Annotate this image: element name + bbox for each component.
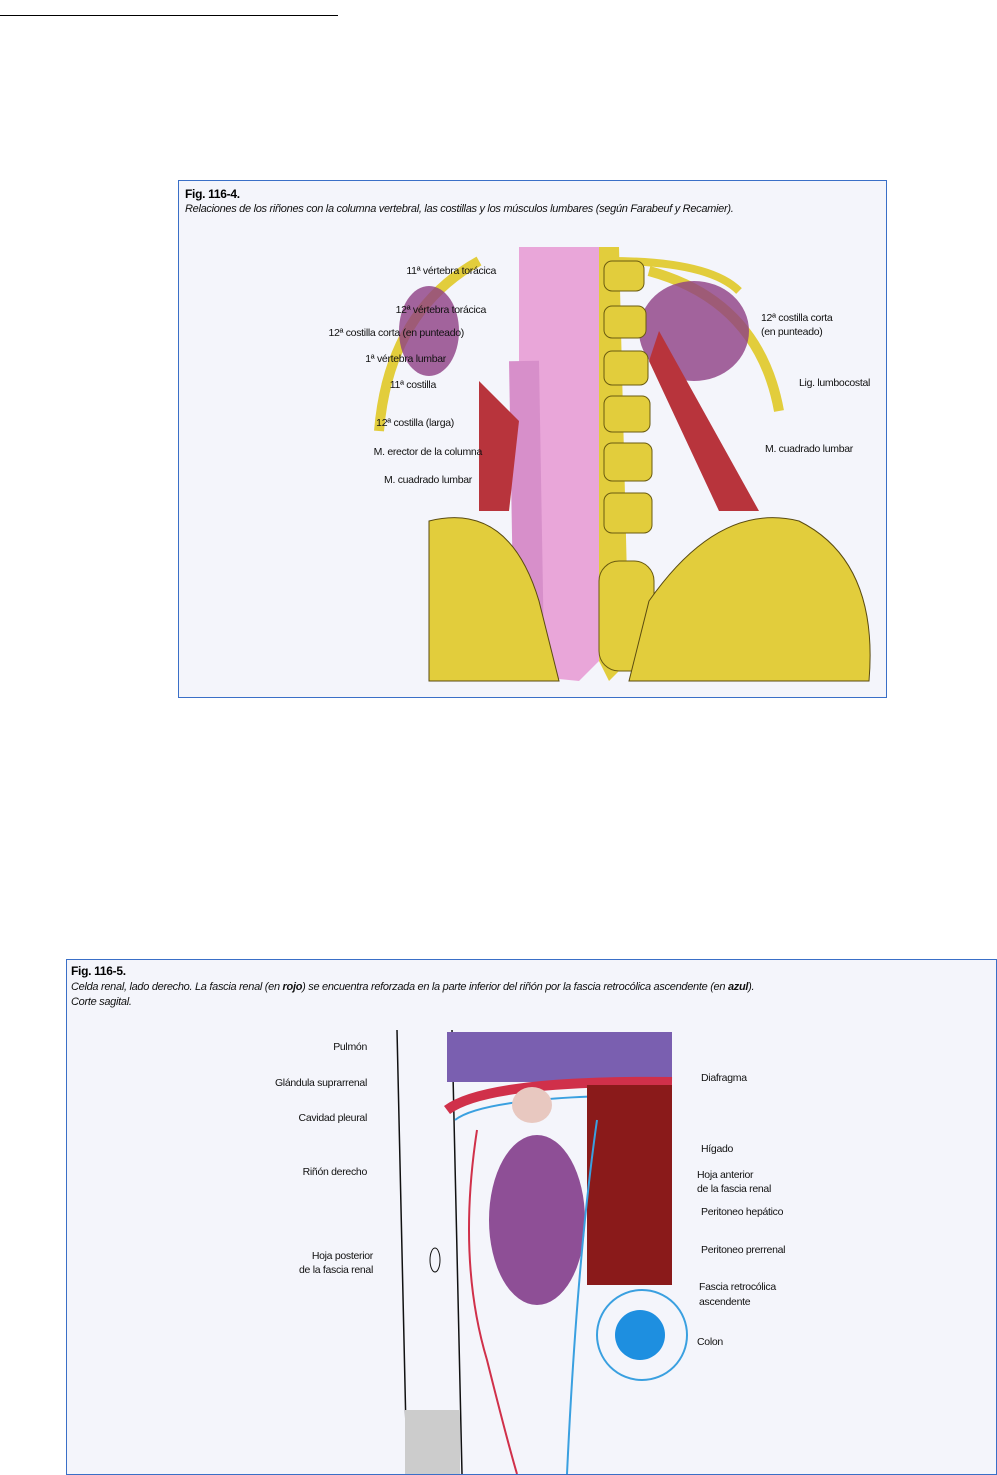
label: Hoja anterior [697,1169,754,1181]
label: Colon [697,1336,723,1348]
label: 12ª vértebra torácica [395,304,487,316]
label: M. erector de la columna [373,446,483,458]
renal-cell-illustration [396,1029,688,1474]
label: Glándula suprarrenal [274,1077,367,1089]
label: M. cuadrado lumbar [384,474,472,486]
label: 12ª costilla (larga) [376,417,454,429]
header-rule [0,15,338,16]
figure-caption: Celda renal, lado derecho. La fascia ren… [71,981,755,993]
label: M. cuadrado lumbar [765,443,853,455]
figure-116-4: Fig. 116-4. Relaciones de los riñones co… [178,180,887,698]
label: Fascia retrocólica [699,1281,776,1293]
label: de la fascia renal [697,1183,771,1195]
label: Hígado [701,1143,734,1155]
label: 12ª costilla corta (en punteado) [328,327,464,339]
label: Lig. lumbocostal [799,377,871,389]
label: 1ª vértebra lumbar [365,353,446,365]
label: de la fascia renal [299,1264,373,1276]
label: 11ª costilla [389,379,437,391]
label: Pulmón [333,1041,367,1053]
label: ascendente [699,1296,751,1308]
label: Cavidad pleural [298,1112,368,1124]
figure-title: Fig. 116-4. [185,187,240,201]
label: 12ª costilla corta [761,312,833,324]
label: Diafragma [701,1072,747,1084]
figure-caption: Relaciones de los riñones con la columna… [185,203,734,215]
label: 11ª vértebra torácica [406,265,496,277]
figure-caption-2: Corte sagital. [71,996,132,1008]
label: Peritoneo hepático [701,1206,784,1218]
figure-116-5: Fig. 116-5. Celda renal, lado derecho. L… [66,959,997,1475]
figure-title: Fig. 116-5. [71,964,126,978]
spine-illustration [374,247,871,682]
label: Peritoneo prerrenal [701,1244,786,1256]
label: (en punteado) [761,326,823,338]
label: Hoja posterior [311,1250,373,1262]
label: Riñón derecho [302,1166,368,1178]
